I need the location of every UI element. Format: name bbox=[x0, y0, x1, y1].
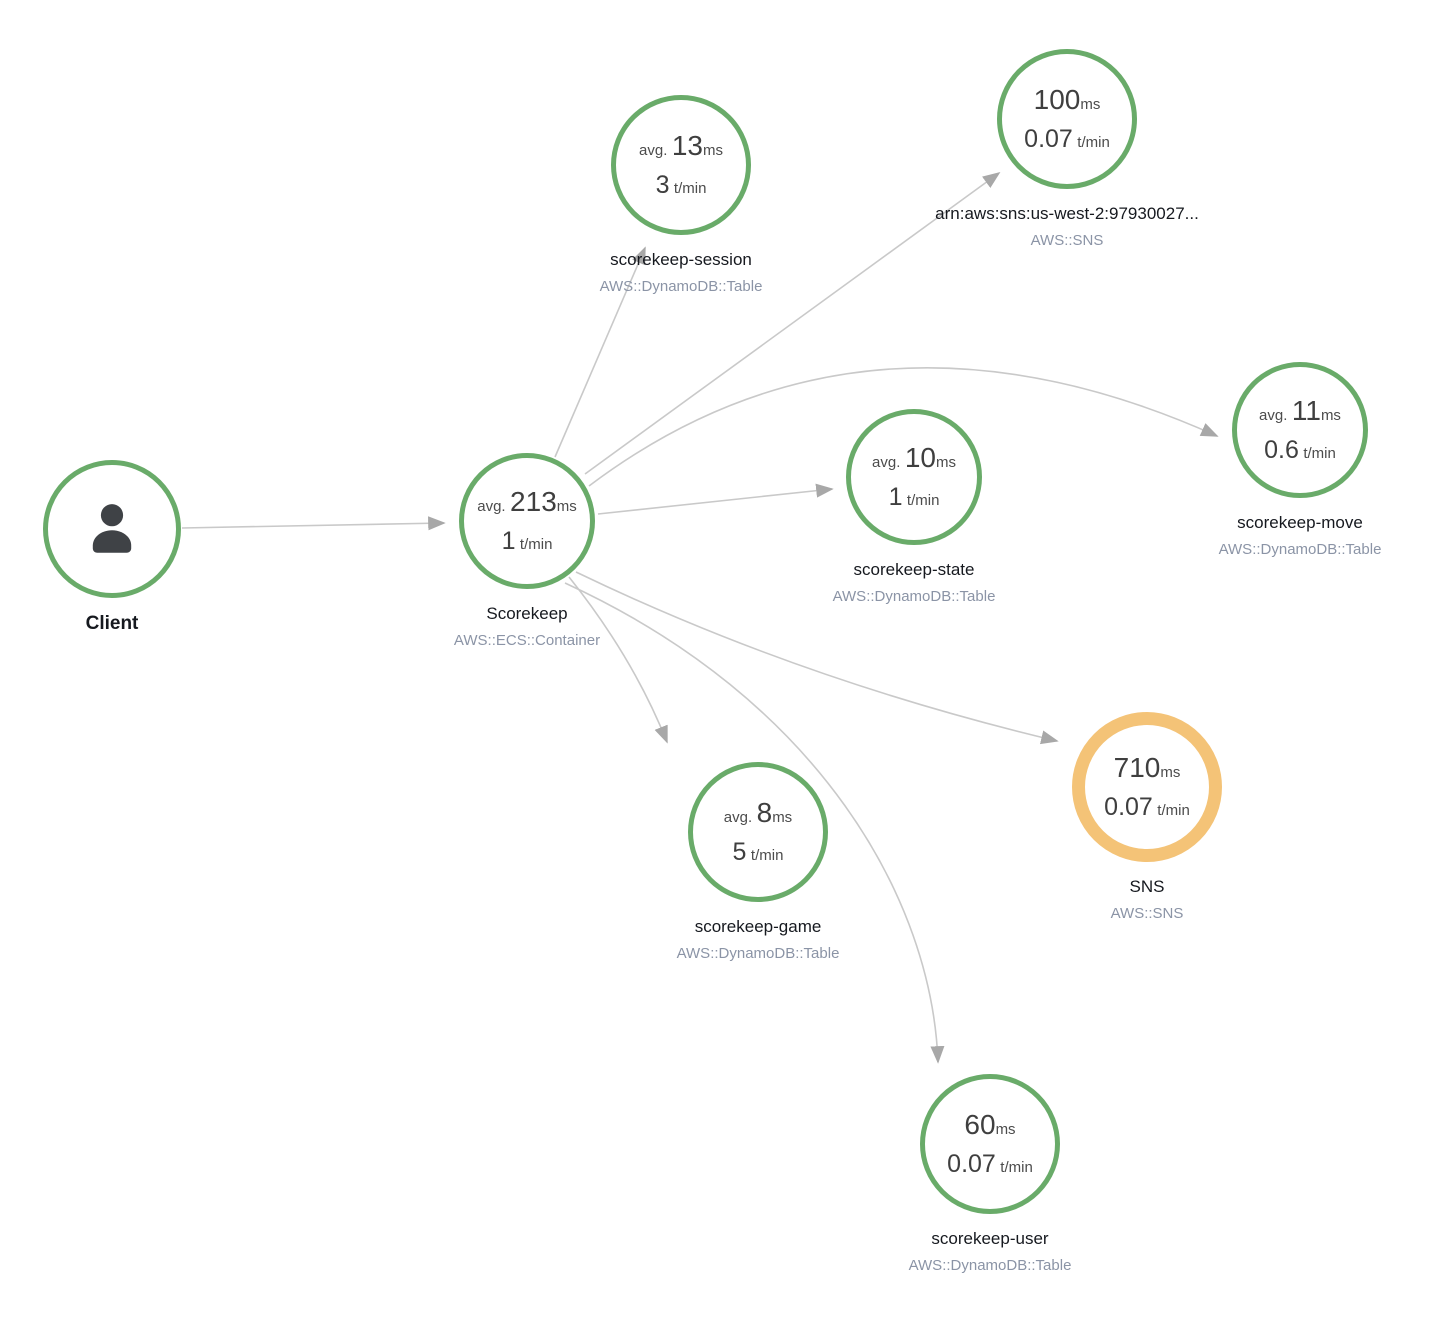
node-metrics: avg. 10ms 1 t/min bbox=[872, 442, 956, 512]
node-name-label: scorekeep-state bbox=[853, 560, 975, 579]
edge-scorekeep-to-session[interactable] bbox=[554, 246, 646, 458]
node-name-label: arn:aws:sns:us-west-2:97930027... bbox=[935, 204, 1199, 223]
latency-metric: 60ms bbox=[964, 1109, 1016, 1140]
node-metrics: 710ms 0.07 t/min bbox=[1104, 752, 1190, 822]
latency-metric: avg. 11ms bbox=[1259, 395, 1341, 426]
node-sns[interactable]: 710ms 0.07 t/min SNS AWS::SNS bbox=[1072, 712, 1222, 922]
node-metrics: 100ms 0.07 t/min bbox=[1024, 84, 1110, 154]
node-type-label: AWS::SNS bbox=[1030, 232, 1104, 249]
node-type-label: AWS::DynamoDB::Table bbox=[908, 1257, 1072, 1274]
node-client[interactable]: Client bbox=[43, 460, 181, 634]
edge-scorekeep-to-state[interactable] bbox=[597, 483, 834, 515]
edge-scorekeep-to-move[interactable] bbox=[588, 367, 1219, 487]
latency-metric: 100ms bbox=[1033, 84, 1101, 115]
node-scorekeep-user-ring: 60ms 0.07 t/min bbox=[920, 1074, 1060, 1214]
node-scorekeep-session-ring: avg. 13ms 3 t/min bbox=[611, 95, 751, 235]
node-type-label: AWS::DynamoDB::Table bbox=[1218, 541, 1382, 558]
latency-metric: avg. 213ms bbox=[477, 486, 577, 517]
rate-metric: 0.07 t/min bbox=[1024, 125, 1110, 153]
rate-metric: 5 t/min bbox=[732, 838, 784, 866]
node-name-label: Scorekeep bbox=[486, 604, 568, 623]
node-scorekeep-move-ring: avg. 11ms 0.6 t/min bbox=[1232, 362, 1368, 498]
node-metrics: avg. 213ms 1 t/min bbox=[477, 486, 577, 556]
node-name-label: SNS bbox=[1129, 877, 1165, 896]
node-type-label: AWS::DynamoDB::Table bbox=[599, 278, 763, 295]
node-type-label: AWS::DynamoDB::Table bbox=[676, 945, 840, 962]
node-type-label: AWS::DynamoDB::Table bbox=[832, 588, 996, 605]
latency-metric: 710ms bbox=[1113, 752, 1181, 783]
node-metrics: avg. 11ms 0.6 t/min bbox=[1259, 395, 1341, 465]
edge-scorekeep-to-game[interactable] bbox=[568, 576, 668, 744]
node-name-label: scorekeep-move bbox=[1237, 513, 1363, 532]
node-scorekeep[interactable]: avg. 213ms 1 t/min Scorekeep AWS::ECS::C… bbox=[454, 453, 600, 649]
rate-metric: 3 t/min bbox=[655, 171, 707, 199]
node-name-label: scorekeep-game bbox=[694, 917, 822, 936]
node-scorekeep-session[interactable]: avg. 13ms 3 t/min scorekeep-session AWS:… bbox=[600, 95, 762, 295]
node-sns-topic-arn[interactable]: 100ms 0.07 t/min arn:aws:sns:us-west-2:9… bbox=[935, 49, 1199, 249]
node-metrics: avg. 8ms 5 t/min bbox=[724, 797, 792, 867]
node-client-ring bbox=[43, 460, 181, 598]
latency-metric: avg. 10ms bbox=[872, 442, 956, 473]
edge-client-to-scorekeep[interactable] bbox=[181, 516, 446, 531]
node-name-label: Client bbox=[85, 613, 139, 634]
edge-scorekeep-to-user[interactable] bbox=[564, 582, 945, 1064]
node-metrics: avg. 13ms 3 t/min bbox=[639, 130, 723, 200]
node-name-label: scorekeep-session bbox=[610, 250, 752, 269]
latency-metric: avg. 13ms bbox=[639, 130, 723, 161]
node-scorekeep-game[interactable]: avg. 8ms 5 t/min scorekeep-game AWS::Dyn… bbox=[677, 762, 839, 962]
node-metrics: 60ms 0.07 t/min bbox=[947, 1109, 1033, 1179]
rate-metric: 1 t/min bbox=[888, 483, 940, 511]
node-scorekeep-ring: avg. 213ms 1 t/min bbox=[459, 453, 595, 589]
node-sns-ring: 710ms 0.07 t/min bbox=[1072, 712, 1222, 862]
rate-metric: 0.07 t/min bbox=[947, 1150, 1033, 1178]
node-sns-topic-arn-ring: 100ms 0.07 t/min bbox=[997, 49, 1137, 189]
rate-metric: 0.6 t/min bbox=[1264, 436, 1336, 464]
edge-scorekeep-to-arn-sns[interactable] bbox=[584, 171, 1001, 475]
node-scorekeep-game-ring: avg. 8ms 5 t/min bbox=[688, 762, 828, 902]
node-type-label: AWS::SNS bbox=[1110, 905, 1184, 922]
node-scorekeep-state-ring: avg. 10ms 1 t/min bbox=[846, 409, 982, 545]
node-name-label: scorekeep-user bbox=[931, 1229, 1049, 1248]
rate-metric: 0.07 t/min bbox=[1104, 793, 1190, 821]
node-scorekeep-user[interactable]: 60ms 0.07 t/min scorekeep-user AWS::Dyna… bbox=[909, 1074, 1071, 1274]
edge-scorekeep-to-sns[interactable] bbox=[575, 571, 1059, 745]
user-icon bbox=[92, 504, 132, 553]
node-type-label: AWS::ECS::Container bbox=[453, 632, 601, 649]
node-scorekeep-move[interactable]: avg. 11ms 0.6 t/min scorekeep-move AWS::… bbox=[1219, 362, 1381, 558]
node-scorekeep-state[interactable]: avg. 10ms 1 t/min scorekeep-state AWS::D… bbox=[833, 409, 995, 605]
rate-metric: 1 t/min bbox=[501, 527, 553, 555]
latency-metric: avg. 8ms bbox=[723, 797, 793, 828]
